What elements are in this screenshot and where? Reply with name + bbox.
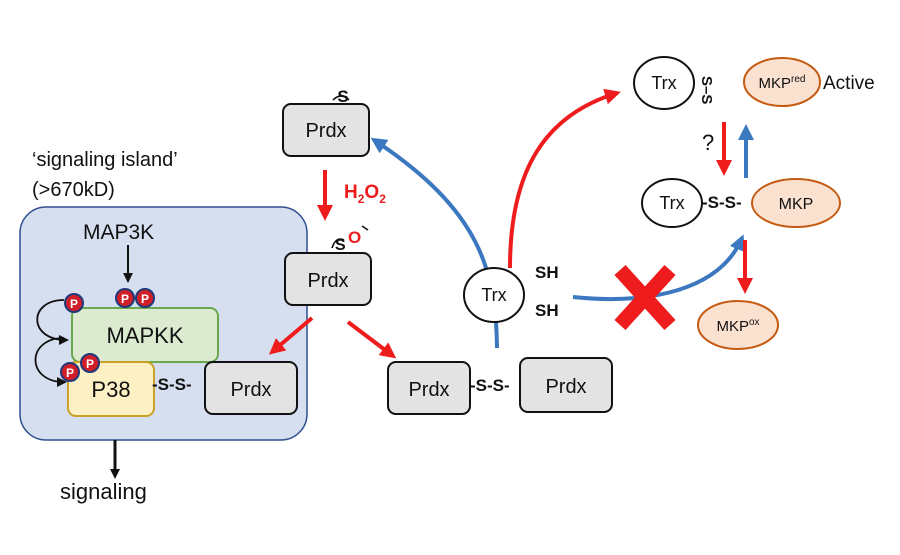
dimer-prdx-left-box xyxy=(387,361,471,415)
trx-oxidized-arrow xyxy=(508,88,621,269)
mkp-red-label: MKPred xyxy=(759,74,806,92)
mkp-ox-label: MKPox xyxy=(716,317,759,335)
trx-oxidized-label: Trx xyxy=(651,73,676,93)
p38-box xyxy=(67,361,155,417)
active-label: Active xyxy=(823,73,875,94)
svg-text:P: P xyxy=(70,297,78,311)
p38-label: P38 xyxy=(91,377,130,402)
trx-oxidized-circle xyxy=(633,56,695,110)
phospho-group-mapkk-top-1: P xyxy=(115,288,135,308)
to-island-arrow xyxy=(268,316,314,355)
sulfenic-bond-mark xyxy=(331,238,345,249)
dimer-prdx-right-label: Prdx xyxy=(545,376,586,398)
to-dimer-arrow xyxy=(346,320,397,359)
question-mark: ? xyxy=(702,130,714,155)
svg-text:P: P xyxy=(86,357,94,371)
trx-reduces-mkp-arrow xyxy=(572,234,745,301)
p38-prdx-bond: -S-S- xyxy=(152,375,192,394)
svg-text:P: P xyxy=(66,366,74,380)
phospho-group-mapkk-top-2: P xyxy=(135,288,155,308)
prdx-oxidized-box xyxy=(284,252,372,306)
prdx-reduced-label: Prdx xyxy=(305,120,346,142)
mapkk-label: MAPKK xyxy=(106,323,183,348)
svg-text:P: P xyxy=(121,292,129,306)
map3k-label: MAP3K xyxy=(83,221,154,244)
reduced-s-label: S xyxy=(337,87,348,106)
signaling-label: signaling xyxy=(60,479,147,504)
blocked-x-icon xyxy=(614,264,676,331)
phospho-group-p38-2: P xyxy=(80,353,100,373)
ox-o-label: O xyxy=(348,228,361,247)
island-title: ‘signaling island’ xyxy=(32,149,178,171)
prdx-reduced-box xyxy=(282,103,370,157)
island-prdx-box xyxy=(204,361,298,415)
feedback-arrow-lower xyxy=(34,337,67,387)
dimer-prdx-left-label: Prdx xyxy=(408,379,449,401)
phospho-group-mapkk-left: P xyxy=(64,293,84,313)
island-prdx-label: Prdx xyxy=(230,379,271,401)
mid-disulfide: -S-S- xyxy=(702,193,742,212)
trx-mid-circle xyxy=(641,178,703,228)
island-size: (>670kD) xyxy=(32,179,115,201)
trx-mid-label: Trx xyxy=(659,193,684,213)
phospho-group-p38-1: P xyxy=(60,362,80,382)
trx-top-disulfide: S–S xyxy=(698,76,715,104)
reduced-thiol-mark xyxy=(332,95,350,101)
h2o2-label: H2O2 xyxy=(344,182,386,206)
mkp-mid-label: MKP xyxy=(779,196,814,213)
trx-sh-bottom: SH xyxy=(535,301,559,320)
dimer-prdx-right-box xyxy=(519,357,613,413)
prdx-oxidized-label: Prdx xyxy=(307,270,348,292)
mkp-ox-ellipse xyxy=(697,300,779,350)
ox-o-charge xyxy=(361,225,369,231)
dimer-bond-label: -S-S- xyxy=(470,376,510,395)
mkp-mid-ellipse xyxy=(751,178,841,228)
ox-s-label: S xyxy=(335,237,346,254)
svg-text:P: P xyxy=(141,292,149,306)
mkp-red-ellipse xyxy=(743,57,821,107)
trx-sh-top: SH xyxy=(535,263,559,282)
trx-reduced-circle xyxy=(463,267,525,323)
trx-reduced-label: Trx xyxy=(481,285,506,305)
